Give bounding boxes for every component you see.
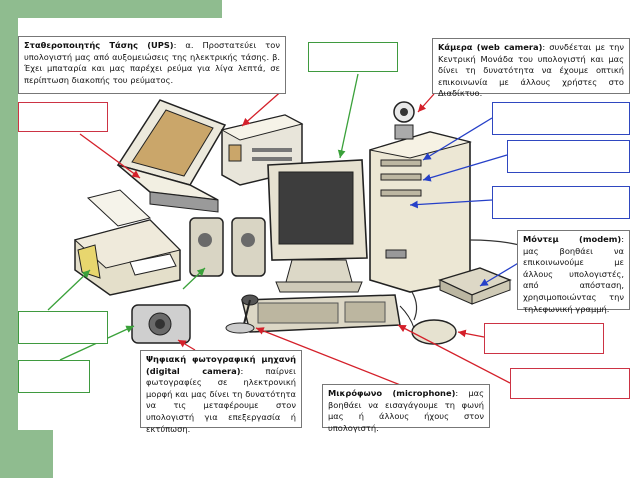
digital-camera-text: : παίρνει φωτογραφίες σε ηλεκτρονική μορ…: [146, 365, 296, 434]
webcam-text: : συνδέεται με την Κεντρική Μονάδα του υ…: [438, 42, 624, 99]
microphone-drawing: [225, 294, 259, 334]
answer-box-tower-1[interactable]: [492, 102, 630, 135]
answer-box-tower-3[interactable]: [492, 186, 630, 219]
answer-box-speakers[interactable]: [18, 360, 90, 393]
webcam-drawing: [393, 101, 415, 140]
tower-drawing: [369, 131, 472, 293]
modem-text: : μας βοηθάει να επικοινωνούμε με άλλους…: [523, 234, 624, 314]
answer-box-monitor[interactable]: [308, 42, 398, 72]
webcam-title: Κάμερα (web camera): [438, 42, 543, 52]
bottom-green-block: [0, 430, 53, 478]
answer-box-keyboard[interactable]: [510, 368, 630, 399]
microphone-title: Μικρόφωνο (microphone): [328, 388, 456, 398]
answer-box-mouse[interactable]: [484, 323, 604, 354]
scanner-drawing: [116, 99, 227, 213]
modem-title: Μόντεμ (modem): [523, 234, 622, 244]
left-green-band: [0, 0, 18, 478]
top-green-band: [0, 0, 222, 18]
digital-camera-description: Ψηφιακή φωτογραφική μηχανή (digital came…: [140, 350, 302, 434]
ups-description: Σταθεροποιητής Τάσης (UPS): α. Προστατεύ…: [18, 36, 286, 94]
microphone-text: : μας βοηθάει να εισαγάγουμε τη φωνή μας…: [328, 388, 484, 433]
digital-camera-drawing: [131, 304, 191, 344]
webcam-description: Κάμερα (web camera): συνδέεται με την Κε…: [432, 38, 630, 98]
monitor-drawing: [267, 159, 368, 293]
ups-title: Σταθεροποιητής Τάσης (UPS): [24, 40, 174, 50]
modem-description: Μόντεμ (modem): μας βοηθάει να επικοινων…: [517, 230, 630, 314]
digital-camera-title: Ψηφιακή φωτογραφική μηχανή (digital came…: [146, 354, 296, 376]
printer-drawing: [73, 189, 181, 296]
speakers-drawing: [189, 217, 266, 277]
modem-drawing: [438, 267, 512, 305]
answer-box-printer[interactable]: [18, 311, 108, 344]
keyboard-drawing: [241, 294, 401, 333]
ups-text: : α. Προστατεύει τον υπολογιστή μας από …: [24, 40, 280, 85]
microphone-description: Μικρόφωνο (microphone): μας βοηθάει να ε…: [322, 384, 490, 433]
answer-box-tower-2[interactable]: [507, 140, 630, 173]
answer-box-scanner[interactable]: [18, 102, 108, 132]
